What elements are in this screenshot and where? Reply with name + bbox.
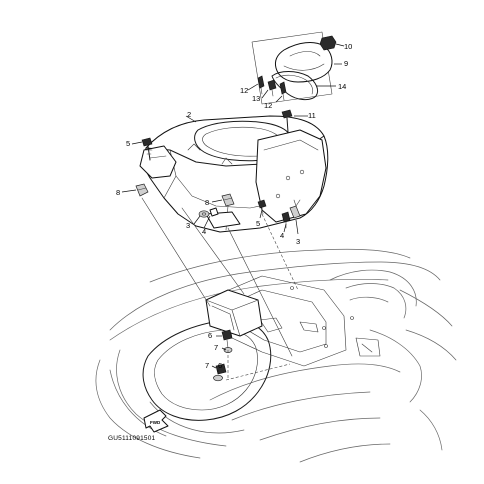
washer-3-left: [198, 210, 210, 218]
nut-4-left: [209, 207, 219, 217]
storage-well: [109, 319, 272, 437]
callout-14: 14: [338, 82, 346, 91]
callout-7-lower: 7: [205, 361, 209, 370]
bolt-5-left: [141, 137, 153, 161]
callout-10: 10: [344, 42, 352, 51]
leader-lines: [121, 63, 342, 374]
callout-12-lower: 12: [264, 101, 272, 110]
callout-8-left: 8: [116, 188, 120, 197]
assembly-guides: [141, 197, 299, 381]
cover-assembly: [251, 31, 345, 105]
callout-5-right: 5: [256, 219, 260, 228]
callout-labels: 2 3 3 4 4 5 5 6 6 7 7 8 8 9 10 11 12 12 …: [116, 42, 352, 370]
screw-5-right: [257, 199, 267, 215]
screw-12-lower: [279, 81, 287, 101]
callout-13: 13: [252, 94, 260, 103]
fwd-label: FWD: [150, 420, 161, 425]
callout-8-middle: 8: [205, 198, 209, 207]
callout-3-right: 3: [296, 237, 300, 246]
mounting-block: [205, 289, 263, 337]
screw-13: [267, 79, 277, 97]
nut-4-right: [281, 211, 291, 229]
callout-9: 9: [344, 59, 348, 68]
callout-6-lower: 6: [218, 361, 222, 370]
hull-deck-outline: [95, 248, 457, 463]
front-hood-part: [139, 115, 329, 233]
bolt-11: [281, 109, 293, 133]
clip-8-left: [135, 183, 149, 197]
callout-12-upper: 12: [240, 86, 248, 95]
diagram-code: GU5111091501: [108, 435, 156, 442]
callout-2: 2: [187, 110, 191, 119]
screw-12-upper: [257, 75, 265, 95]
deck-plate: [223, 275, 381, 367]
callout-6-upper: 6: [208, 331, 212, 340]
bolt-6-lower: [215, 363, 227, 375]
bolt-6-upper: [221, 329, 233, 349]
callout-4-right: 4: [280, 231, 284, 240]
callout-11: 11: [308, 111, 316, 120]
callout-4-left: 4: [202, 227, 206, 236]
callout-7-upper: 7: [214, 343, 218, 352]
callout-3-left: 3: [186, 221, 190, 230]
callout-5-left: 5: [126, 139, 130, 148]
washer-3-right: [289, 205, 301, 219]
clip-8-middle: [221, 193, 235, 207]
fwd-arrow: FWD: [143, 409, 169, 433]
washer-7-lower: [213, 374, 223, 382]
